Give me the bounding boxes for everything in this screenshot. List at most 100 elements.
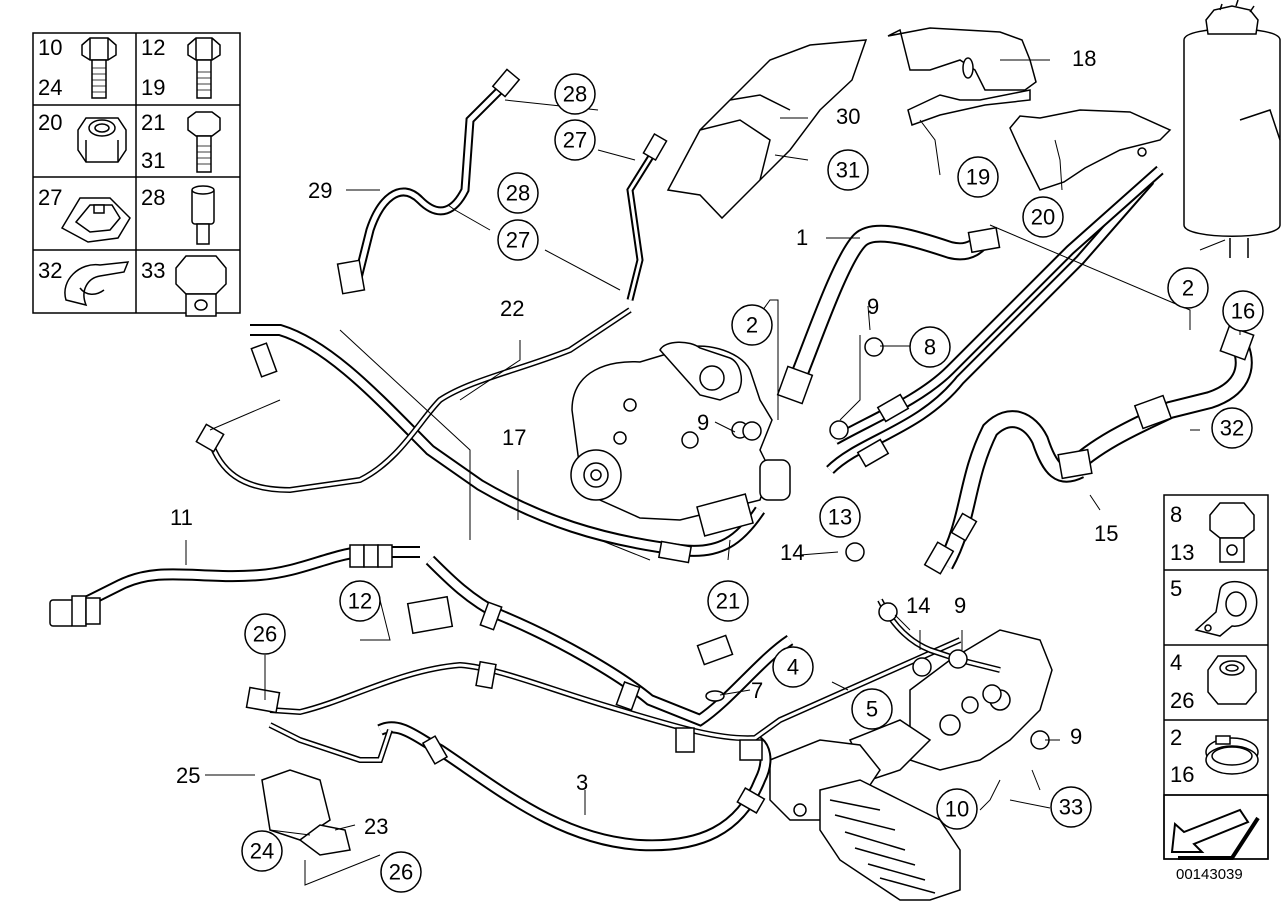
steering-rack-illustration — [769, 629, 1053, 901]
svg-text:27: 27 — [506, 228, 530, 253]
legend-num: 4 — [1170, 650, 1182, 675]
legend-num: 8 — [1170, 502, 1182, 527]
part-label: 25 — [176, 763, 200, 788]
legend-num: 5 — [1170, 576, 1182, 601]
part-label: 30 — [836, 104, 860, 129]
svg-text:2: 2 — [746, 313, 758, 338]
svg-text:20: 20 — [1031, 205, 1055, 230]
callout-badge: 2 — [731, 304, 773, 346]
callout-badge: 26 — [244, 613, 286, 655]
svg-text:10: 10 — [945, 797, 969, 822]
part-label: 11 — [170, 505, 193, 530]
svg-text:21: 21 — [716, 589, 740, 614]
pump-illustration — [570, 341, 773, 521]
part-label: 29 — [308, 178, 332, 203]
svg-text:19: 19 — [966, 165, 990, 190]
legend-num: 28 — [141, 185, 165, 210]
callout-badge: 4 — [772, 646, 814, 688]
svg-text:2: 2 — [1182, 276, 1194, 301]
callout-badge: 27 — [554, 119, 596, 161]
reservoir-illustration — [1183, 0, 1281, 258]
legend-right-icons — [1194, 502, 1259, 775]
part-label: 22 — [500, 296, 524, 321]
circled-labels: 2 2 4 5 8 10 12 13 16 19 20 21 24 26 26 … — [241, 73, 1264, 893]
legend-num: 10 — [38, 35, 62, 60]
clip-icon — [60, 197, 131, 243]
callout-badge: 13 — [819, 496, 861, 538]
callout-badge: 26 — [380, 851, 422, 893]
diagram-id: 00143039 — [1176, 866, 1243, 883]
legend-num: 31 — [141, 148, 165, 173]
svg-text:8: 8 — [924, 335, 936, 360]
heat-shield-illustration — [666, 39, 868, 220]
leader-lines — [185, 59, 1241, 886]
legend-left — [32, 32, 241, 314]
bolt-icon — [187, 111, 221, 173]
plain-labels: 1 3 6 7 9 9 9 9 11 14 14 15 17 18 22 23 … — [170, 46, 1118, 839]
part-label: 14 — [780, 540, 804, 565]
callout-badge: 10 — [936, 788, 978, 830]
bolt-icon — [187, 37, 221, 99]
part-label: 7 — [751, 678, 763, 703]
svg-text:32: 32 — [1220, 416, 1244, 441]
legend-num: 2 — [1170, 725, 1182, 750]
svg-text:4: 4 — [787, 655, 799, 680]
svg-text:26: 26 — [389, 860, 413, 885]
callout-badge: 2 — [1167, 267, 1209, 309]
banjo-bolt-icon — [1209, 502, 1255, 563]
callout-badge: 12 — [339, 580, 381, 622]
callout-badge: 21 — [707, 580, 749, 622]
bracket-clip-icon — [1194, 581, 1258, 637]
svg-text:33: 33 — [1059, 795, 1083, 820]
callout-badge: 20 — [1022, 196, 1064, 238]
part-label: 9 — [1070, 724, 1082, 749]
banjo-bolt-icon — [175, 255, 227, 317]
bracket-illustration — [887, 27, 1172, 191]
part-label: 18 — [1072, 46, 1096, 71]
pin-icon — [191, 185, 215, 245]
svg-text:13: 13 — [828, 505, 852, 530]
legend-num: 21 — [141, 110, 165, 135]
svg-text:31: 31 — [836, 158, 860, 183]
callout-badge: 16 — [1222, 290, 1264, 332]
svg-text:5: 5 — [866, 697, 878, 722]
callout-badge: 5 — [851, 688, 893, 730]
legend-num: 27 — [38, 185, 62, 210]
callout-badge: 31 — [827, 149, 869, 191]
part-label: 14 — [906, 593, 930, 618]
svg-text:26: 26 — [253, 622, 277, 647]
callout-badge: 19 — [957, 156, 999, 198]
legend-num: 20 — [38, 110, 62, 135]
part-label: 9 — [697, 410, 709, 435]
part-label: 3 — [576, 770, 588, 795]
direction-arrow-icon — [1163, 794, 1269, 860]
legend-num: 19 — [141, 75, 165, 100]
fittings — [49, 68, 1255, 856]
callout-badge: 32 — [1211, 407, 1253, 449]
legend-num: 24 — [38, 75, 62, 100]
part-label: 9 — [867, 294, 879, 319]
svg-text:12: 12 — [348, 589, 372, 614]
svg-text:16: 16 — [1231, 299, 1255, 324]
callout-badge: 27 — [497, 219, 539, 261]
nut-icon — [77, 117, 127, 163]
svg-text:24: 24 — [250, 839, 274, 864]
legend-num: 33 — [141, 258, 165, 283]
bolt-icon — [81, 37, 117, 99]
legend-num: 26 — [1170, 688, 1194, 713]
legend-right-numbers: 8 13 5 4 26 2 16 — [1170, 502, 1194, 787]
legend-left-numbers: 10 24 12 19 20 21 31 27 28 32 33 — [38, 35, 165, 283]
svg-text:28: 28 — [506, 181, 530, 206]
svg-text:27: 27 — [563, 128, 587, 153]
legend-left-icons — [60, 37, 227, 317]
callout-badge: 33 — [1050, 786, 1092, 828]
callout-badge: 28 — [497, 172, 539, 214]
callout-badge: 8 — [909, 326, 951, 368]
legend-num: 12 — [141, 35, 165, 60]
svg-text:28: 28 — [563, 82, 587, 107]
part-label: 23 — [364, 814, 388, 839]
legend-num: 16 — [1170, 762, 1194, 787]
hose-lines — [57, 81, 1253, 852]
part-label: 9 — [954, 593, 966, 618]
